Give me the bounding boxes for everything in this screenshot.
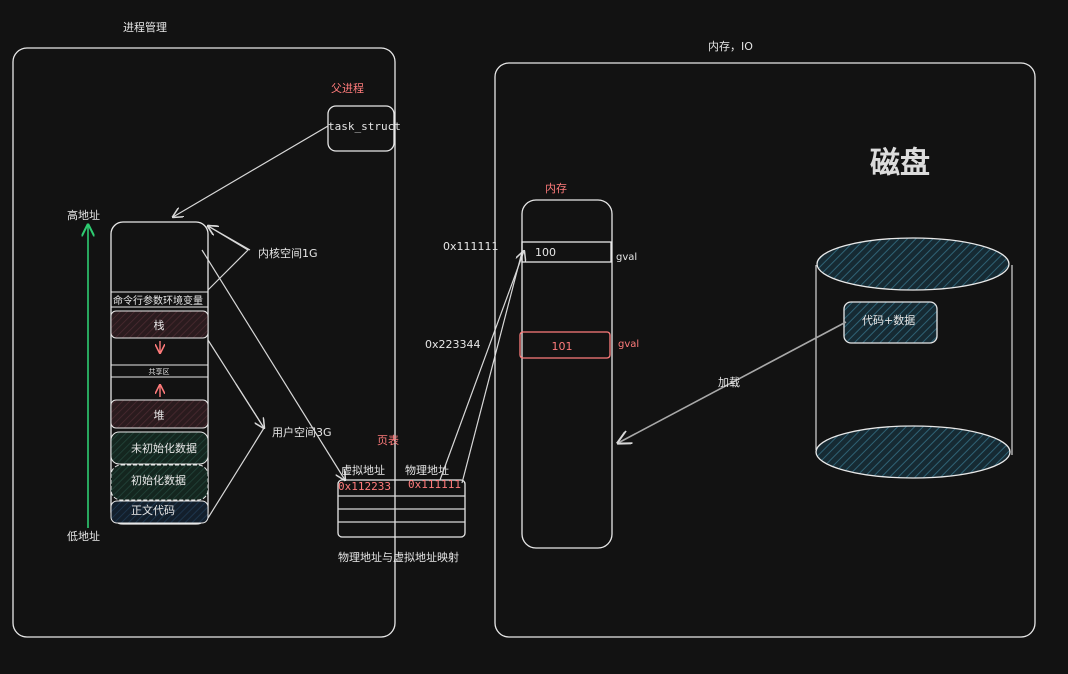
page-table-col-virtual: 虚拟地址 (341, 463, 385, 477)
disk-cylinder (815, 237, 1013, 479)
page-table-title: 页表 (377, 433, 399, 447)
low-address-label: 低地址 (67, 529, 100, 543)
load-label: 加载 (718, 376, 740, 389)
pagetable-to-memory-arrow (439, 251, 524, 481)
env-segment-label: 命令行参数环境变量 (113, 294, 203, 307)
task-struct-box (327, 105, 395, 152)
high-address-label: 高地址 (67, 208, 100, 222)
memory-cell-1-var: gval (616, 252, 637, 263)
user-space-label: 用户空间3G (272, 425, 332, 439)
load-arrow (618, 321, 847, 443)
text-segment (110, 500, 209, 524)
user-space-pointer (235, 383, 264, 428)
user-space-bracket (207, 339, 265, 519)
memory-addr-1: 0x111111 (443, 240, 499, 253)
parent-process-label: 父进程 (331, 82, 364, 95)
memory-cell-2 (519, 331, 611, 359)
kernel-space-bracket (208, 226, 249, 291)
page-table-virtual-addr: 0x112233 (338, 480, 391, 493)
page-table-caption: 物理地址与虚拟地址映射 (338, 550, 459, 564)
page-table-col-physical: 物理地址 (405, 463, 449, 477)
memory-io-frame (494, 62, 1036, 638)
disk-title: 磁盘 (870, 146, 930, 181)
page-table-physical-addr: 0x111111 (408, 478, 461, 491)
text-segment-label: 正文代码 (131, 503, 175, 517)
bss-segment (110, 431, 209, 465)
disk-content-label: 代码+数据 (862, 313, 915, 327)
pagetable-to-memory-line (461, 251, 523, 484)
memory-box (521, 199, 613, 549)
stack-segment (110, 310, 209, 339)
task-struct-label: task_struct (328, 120, 401, 133)
shared-segment (110, 364, 209, 378)
heap-segment-label: 堆 (154, 409, 165, 422)
memory-io-section-title: 内存，IO (708, 39, 753, 53)
process-section-title: 进程管理 (123, 20, 167, 34)
bss-segment-label: 未初始化数据 (131, 441, 197, 455)
memory-cell-2-var: gval (618, 339, 639, 350)
memory-cell-2-value: 101 (552, 340, 573, 353)
space-to-pagetable-arrow (201, 249, 345, 480)
process-frame (12, 47, 396, 638)
shared-segment-label: 共享区 (149, 367, 170, 376)
kernel-space-pointer (208, 226, 251, 251)
kernel-space-label: 内核空间1G (258, 246, 318, 260)
memory-addr-2: 0x223344 (425, 338, 481, 351)
task-to-space-arrow (173, 125, 329, 217)
data-segment (110, 464, 209, 501)
env-segment (110, 291, 209, 308)
memory-cell-1 (521, 241, 612, 263)
stack-segment-label: 栈 (154, 318, 165, 332)
data-segment-label: 初始化数据 (131, 473, 186, 487)
heap-segment (110, 399, 209, 429)
memory-cell-1-value: 100 (535, 246, 556, 259)
memory-title: 内存 (545, 181, 567, 195)
